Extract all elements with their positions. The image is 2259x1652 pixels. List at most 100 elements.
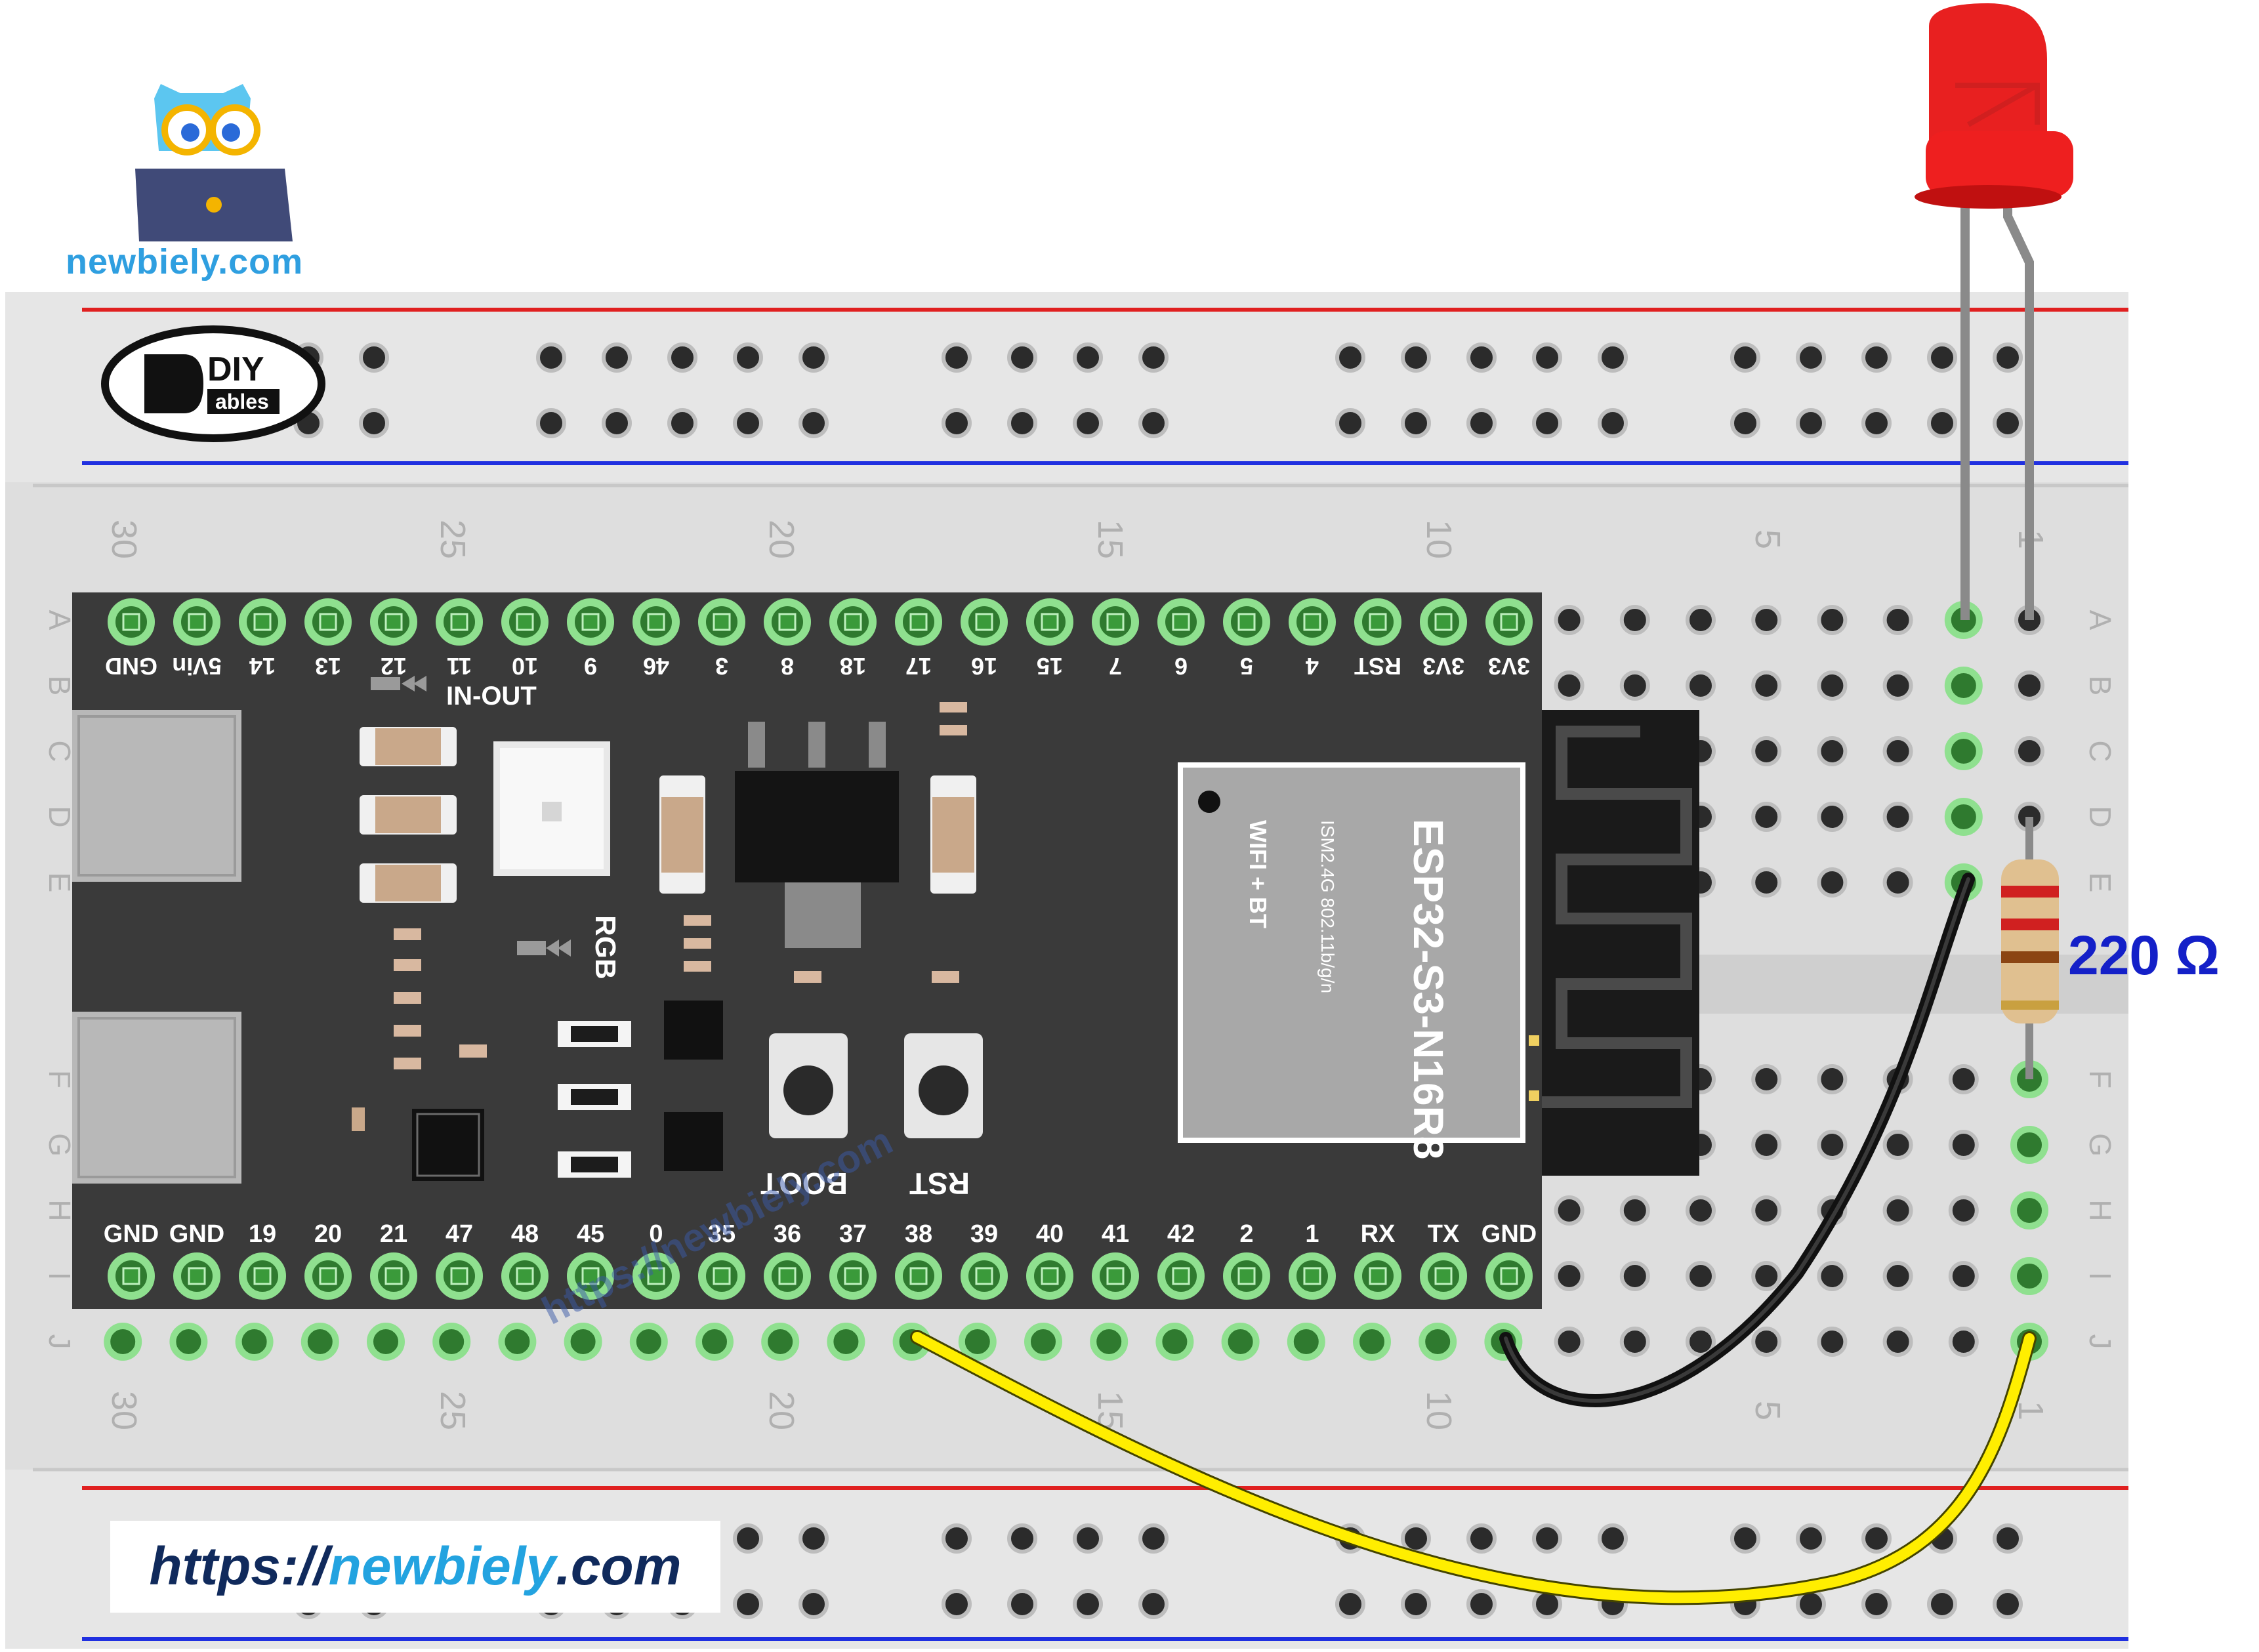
rail-hole	[1073, 1589, 1103, 1619]
resistor-220-ohm[interactable]	[2001, 817, 2059, 1079]
rail-hole	[1007, 408, 1037, 438]
rail-hole	[798, 408, 829, 438]
rail-hole	[1401, 1523, 1431, 1554]
pin-label-bottom: 2	[1239, 1220, 1253, 1248]
rail-hole	[1073, 408, 1103, 438]
usb-connector	[72, 1012, 241, 1184]
rgb-label: RGB	[589, 915, 621, 980]
breadboard-hole	[1751, 1327, 1782, 1357]
pin-label-top: RST	[1354, 653, 1401, 680]
breadboard-hole	[1751, 1261, 1782, 1291]
rail-hole	[1861, 342, 1892, 373]
breadboard-hole-connected	[564, 1323, 602, 1361]
breadboard-hole-connected	[1155, 1323, 1194, 1361]
resistor-value-label: 220 Ω	[2068, 924, 2220, 986]
url-suffix: .com	[556, 1537, 682, 1596]
pin-label-bottom: 36	[774, 1220, 801, 1248]
signal-wire-yellow[interactable]	[912, 1332, 2035, 1603]
row-letter-left: A	[43, 610, 77, 630]
breadboard-hole	[1751, 736, 1782, 766]
pin-label-top: 5	[1240, 653, 1253, 680]
column-number: 5	[1748, 1401, 1787, 1420]
row-letter-left: B	[43, 676, 77, 696]
breadboard-hole-connected	[301, 1323, 339, 1361]
breadboard-hole-connected	[1353, 1323, 1391, 1361]
red-led[interactable]	[1915, 3, 2073, 620]
breadboard-hole-connected	[761, 1323, 800, 1361]
pin-label-top: 9	[584, 653, 597, 680]
row-letter-right: E	[2083, 873, 2117, 893]
breadboard-hole	[2014, 736, 2044, 766]
esp32-s3-board: IN-OUT RGB	[72, 592, 1699, 1309]
rail-hole	[536, 408, 566, 438]
breadboard-hole-connected	[1221, 1323, 1260, 1361]
rail-hole	[1007, 342, 1037, 373]
column-number: 25	[433, 1391, 472, 1430]
rail-hole	[1993, 1589, 2023, 1619]
row-letter-left: F	[43, 1070, 77, 1088]
pin-label-top: 3V3	[1488, 653, 1530, 680]
rail-hole	[1861, 1589, 1892, 1619]
row-letter-left: E	[43, 873, 77, 893]
breadboard-hole	[1882, 671, 1913, 701]
breadboard-hole	[1882, 736, 1913, 766]
row-letter-left: C	[43, 740, 77, 762]
breadboard-hole	[1882, 1261, 1913, 1291]
breadboard-hole	[1686, 671, 1716, 701]
breadboard-hole	[1948, 1064, 1979, 1094]
breadboard-hole-connected	[1090, 1323, 1129, 1361]
rail-hole	[1466, 1523, 1497, 1554]
breadboard-hole	[1817, 867, 1848, 898]
column-number: 5	[1748, 529, 1787, 549]
rail-hole	[667, 408, 697, 438]
breadboard-hole	[1817, 671, 1848, 701]
rail-hole	[602, 342, 632, 373]
gnd-wire-black[interactable]	[1504, 877, 1970, 1403]
breadboard-hole-connected	[104, 1323, 142, 1361]
column-number: 25	[433, 520, 472, 559]
pin-label-bottom: 35	[708, 1220, 736, 1248]
rail-hole	[1073, 342, 1103, 373]
url-prefix: https://	[149, 1537, 329, 1596]
rail-hole	[602, 408, 632, 438]
rail-hole	[1138, 342, 1169, 373]
breadboard-hole	[1686, 1195, 1716, 1226]
breadboard-hole	[1686, 605, 1716, 635]
rail-hole	[1730, 408, 1760, 438]
row-letter-right: H	[2083, 1199, 2117, 1221]
row-letter-right: G	[2083, 1133, 2117, 1157]
newbiely-logo-text: newbiely.com	[66, 242, 304, 281]
rail-hole	[667, 342, 697, 373]
row-letter-left: G	[43, 1133, 77, 1157]
rail-hole	[1335, 342, 1365, 373]
rail-hole	[1532, 342, 1562, 373]
breadboard-hole	[1948, 1327, 1979, 1357]
website-url[interactable]: https://newbiely.com	[110, 1521, 720, 1613]
pin-label-top: 11	[447, 653, 472, 680]
pin-label-top: 5Vin	[172, 653, 221, 680]
pin-label-top: 6	[1174, 653, 1188, 680]
row-letter-left: I	[43, 1272, 77, 1281]
breadboard-hole	[1751, 1195, 1782, 1226]
breadboard-hole	[1944, 798, 1983, 836]
pin-label-top: 13	[315, 653, 341, 680]
pin-label-top: 10	[512, 653, 538, 680]
rail-hole	[1401, 342, 1431, 373]
rail-hole	[1927, 408, 1957, 438]
breadboard-hole	[1948, 1130, 1979, 1160]
rail-hole	[1993, 408, 2023, 438]
rail-hole	[942, 1589, 972, 1619]
board-pin-headers	[108, 598, 1533, 1300]
breadboard-hole-connected	[629, 1323, 668, 1361]
in-out-label: IN-OUT	[446, 682, 537, 711]
breadboard-hole	[1817, 1130, 1848, 1160]
row-letter-right: B	[2083, 676, 2117, 696]
rail-hole	[1532, 1523, 1562, 1554]
rail-hole	[942, 1523, 972, 1554]
rail-hole	[1007, 1523, 1037, 1554]
rail-hole	[798, 1523, 829, 1554]
breadboard-hole-connected	[1024, 1323, 1062, 1361]
pin-label-bottom: 21	[380, 1220, 407, 1248]
